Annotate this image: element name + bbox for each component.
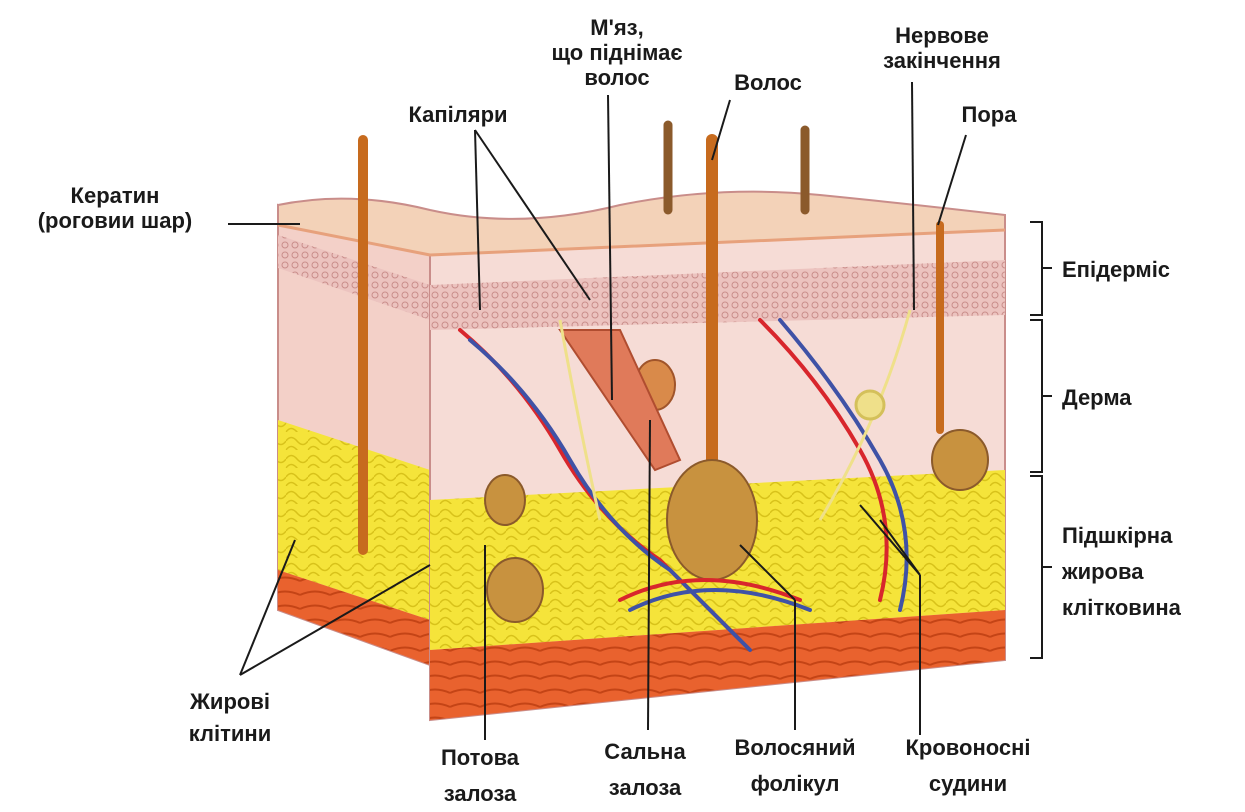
label-sweat-line1: Потова <box>410 740 550 776</box>
label-subq-line2: жирова <box>1062 554 1181 590</box>
label-arrector-muscle: М'яз, що піднімає волос <box>522 15 712 90</box>
label-sebaceous-gland: Сальна залоза <box>575 734 715 806</box>
block-left-face <box>278 205 430 665</box>
label-keratin: Кератин (роговии шар) <box>10 183 220 233</box>
hair-follicle-bulb <box>667 460 757 580</box>
label-muscle-line2: що піднімає <box>522 40 712 65</box>
label-sebaceous-line1: Сальна <box>575 734 715 770</box>
label-sweat-gland: Потова залоза <box>410 740 550 812</box>
label-nerve-ending: Нервове закінчення <box>862 23 1022 73</box>
label-hair-text: Волос <box>718 70 818 95</box>
label-hair-follicle: Волосяний фолікул <box>700 730 890 802</box>
label-keratin-line1: Кератин <box>10 183 220 208</box>
label-nerve-line1: Нервове <box>862 23 1022 48</box>
label-vessels-line2: судини <box>878 766 1058 802</box>
label-fat-line1: Жирові <box>155 686 305 718</box>
label-dermis-text: Дерма <box>1062 385 1132 410</box>
layer-brackets <box>1030 222 1052 658</box>
label-pore: Пора <box>944 102 1034 127</box>
label-capillaries-text: Капіляри <box>388 102 528 127</box>
label-follicle-line1: Волосяний <box>700 730 890 766</box>
label-sweat-line2: залоза <box>410 776 550 812</box>
label-keratin-line2: (роговии шар) <box>10 208 220 233</box>
label-vessels-line1: Кровоносні <box>878 730 1058 766</box>
label-sebaceous-line2: залоза <box>575 770 715 806</box>
label-blood-vessels: Кровоносні судини <box>878 730 1058 802</box>
label-muscle-line3: волос <box>522 65 712 90</box>
label-hair: Волос <box>718 70 818 95</box>
label-dermis: Дерма <box>1062 385 1132 410</box>
label-subq-line1: Підшкірна <box>1062 518 1181 554</box>
label-fat-line2: клітини <box>155 718 305 750</box>
label-epidermis: Епідерміс <box>1062 257 1170 282</box>
label-subq-line3: клітковина <box>1062 590 1181 626</box>
label-muscle-line1: М'яз, <box>522 15 712 40</box>
label-subcutaneous-fat: Підшкірна жирова клітковина <box>1062 518 1181 626</box>
label-nerve-line2: закінчення <box>862 48 1022 73</box>
label-fat-cells: Жирові клітини <box>155 686 305 750</box>
label-capillaries: Капіляри <box>388 102 528 127</box>
label-epidermis-text: Епідерміс <box>1062 257 1170 282</box>
label-follicle-line2: фолікул <box>700 766 890 802</box>
label-pore-text: Пора <box>944 102 1034 127</box>
